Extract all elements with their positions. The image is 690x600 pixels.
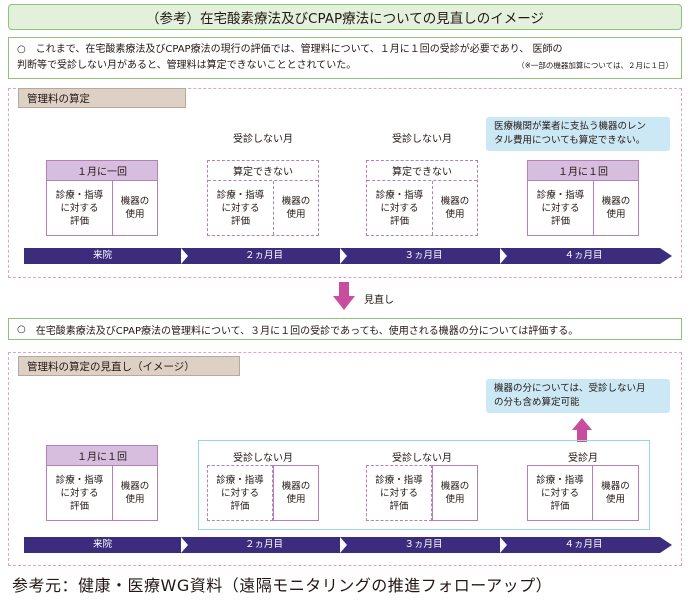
revised-head-2: 受診しない月	[233, 453, 293, 464]
card-evaluation: 診療・指導 に対する 評価	[47, 466, 113, 520]
revised-head-4: 受診月	[568, 453, 598, 464]
card-evaluation: 診療・指導 に対する 評価	[527, 465, 593, 521]
card-device-use: 機器の 使用	[273, 465, 319, 521]
timeline-arrowhead	[660, 248, 672, 264]
intro-line-2: 判断等で受診しない月があると、管理料は算定できないこととされていた。	[17, 60, 357, 71]
source-caption: 参考元：健康・医療WG資料（遠隔モニタリングの推進フォローアップ）	[12, 576, 553, 595]
timeline-label-3: ３ヵ月目	[404, 250, 443, 261]
review-label: 見直し	[364, 295, 394, 306]
current-timeline: 来院 ２ヵ月目 ３ヵ月目 ４ヵ月目	[24, 248, 672, 264]
current-section-label: 管理料の算定	[18, 88, 186, 108]
card-title: 算定できない	[367, 161, 477, 181]
timeline-separator	[181, 248, 188, 264]
timeline-separator	[181, 537, 188, 553]
revised-billing-note: 機器の分については、受診しない月 の分も含め算定可能	[486, 379, 670, 413]
card-evaluation: 診療・指導 に対する 評価	[367, 181, 433, 235]
current-card-4: １月に１回 診療・指導 に対する 評価 機器の 使用	[527, 160, 639, 236]
review-down-arrow-icon	[333, 282, 355, 310]
revised-section	[8, 352, 682, 566]
card-evaluation: 診療・指導 に対する 評価	[366, 465, 432, 521]
card-title: １月に一回	[47, 161, 157, 181]
revised-card-2: 診療・指導 に対する 評価 機器の 使用	[207, 465, 319, 521]
timeline-label-2: ２ヵ月目	[244, 250, 283, 261]
timeline-label-2: ２ヵ月目	[244, 539, 283, 550]
current-rental-note: 医療機関が業者に支払う機器のレン タル費用についても算定できない。	[486, 117, 670, 151]
page-title: （参考）在宅酸素療法及びCPAP療法についての見直しのイメージ	[8, 4, 682, 30]
timeline-label-3: ３ヵ月目	[404, 539, 443, 550]
timeline-separator	[500, 537, 507, 553]
timeline-label-1: 来院	[92, 539, 112, 550]
card-title: 算定できない	[208, 161, 318, 181]
timeline-separator	[340, 537, 347, 553]
revised-timeline: 来院 ２ヵ月目 ３ヵ月目 ４ヵ月目	[24, 537, 672, 553]
card-device-use: 機器の 使用	[281, 196, 311, 220]
current-card-2: 算定できない 診療・指導 に対する 評価 機器の 使用	[207, 160, 319, 236]
card-device-use: 機器の 使用	[120, 481, 150, 505]
card-title: １月に１回	[47, 446, 157, 466]
up-arrow-icon	[572, 418, 592, 442]
card-evaluation: 診療・指導 に対する 評価	[47, 181, 113, 235]
card-evaluation: 診療・指導 に対する 評価	[207, 465, 273, 521]
current-head-3: 受診しない月	[392, 134, 452, 145]
statement-text: 在宅酸素療法及びCPAP療法の管理料について、３月に１回の受診であっても、使用さ…	[35, 325, 579, 337]
current-head-2: 受診しない月	[233, 134, 293, 145]
statement-bullet: ○	[17, 323, 26, 335]
timeline-label-1: 来院	[92, 250, 112, 261]
revised-card-1: １月に１回 診療・指導 に対する 評価 機器の 使用	[46, 445, 158, 521]
current-card-1: １月に一回 診療・指導 に対する 評価 機器の 使用	[46, 160, 158, 236]
revised-card-4: 診療・指導 に対する 評価 機器の 使用	[527, 465, 639, 521]
timeline-label-4: ４ヵ月目	[564, 539, 603, 550]
current-section	[8, 88, 682, 278]
card-device-use: 機器の 使用	[440, 196, 470, 220]
card-device-use: 機器の 使用	[432, 465, 478, 521]
card-device-use: 機器の 使用	[120, 196, 150, 220]
revised-head-3: 受診しない月	[392, 453, 452, 464]
card-evaluation: 診療・指導 に対する 評価	[208, 181, 274, 235]
billable-period-frame	[198, 440, 650, 530]
card-evaluation: 診療・指導 に対する 評価	[528, 181, 594, 235]
current-card-3: 算定できない 診療・指導 に対する 評価 機器の 使用	[366, 160, 478, 236]
card-title: １月に１回	[528, 161, 638, 181]
revised-section-label: 管理料の算定の見直し（イメージ）	[18, 356, 240, 376]
intro-note: （※一部の機器加算については、２月に１日）	[517, 61, 673, 70]
card-device-use: 機器の 使用	[601, 196, 631, 220]
timeline-label-4: ４ヵ月目	[564, 250, 603, 261]
timeline-separator	[500, 248, 507, 264]
intro-bullet: ○	[17, 44, 26, 55]
revised-card-3: 診療・指導 に対する 評価 機器の 使用	[366, 465, 478, 521]
revision-statement: ○ 在宅酸素療法及びCPAP療法の管理料について、３月に１回の受診であっても、使…	[8, 318, 682, 340]
intro-box: ○ これまで、在宅酸素療法及びCPAP療法の現行の評価では、管理料について、１月に…	[8, 37, 682, 79]
timeline-separator	[340, 248, 347, 264]
timeline-arrowhead	[660, 537, 672, 553]
intro-line-1: これまで、在宅酸素療法及びCPAP療法の現行の評価では、管理料について、１月に１…	[35, 44, 563, 55]
card-device-use: 機器の 使用	[593, 465, 639, 521]
